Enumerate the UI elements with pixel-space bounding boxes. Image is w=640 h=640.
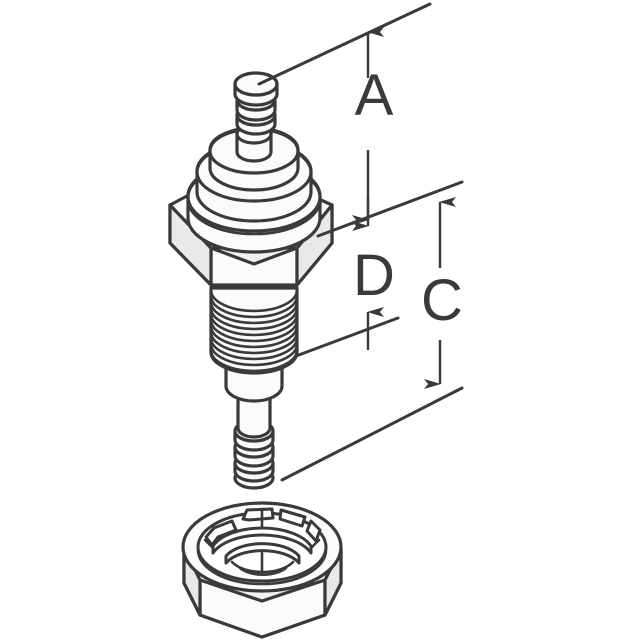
- castle-nut-crown-slots: [203, 507, 322, 576]
- threaded-shank: [209, 286, 299, 375]
- thread-turns: [209, 288, 299, 373]
- dimension-annotations: A D C: [257, 2, 464, 482]
- dimension-label-c: C: [421, 268, 463, 333]
- dimension-label-d: D: [353, 243, 395, 308]
- leader-a-bottom: [316, 180, 464, 238]
- valve-stem-assembly: [168, 71, 334, 490]
- leader-a-top: [257, 2, 432, 86]
- leader-d-bottom: [294, 316, 400, 358]
- dimension-label-a: A: [355, 63, 394, 128]
- leader-c-bottom: [280, 386, 464, 482]
- pin-head-ribs: [233, 71, 279, 136]
- castle-nut: [181, 501, 343, 639]
